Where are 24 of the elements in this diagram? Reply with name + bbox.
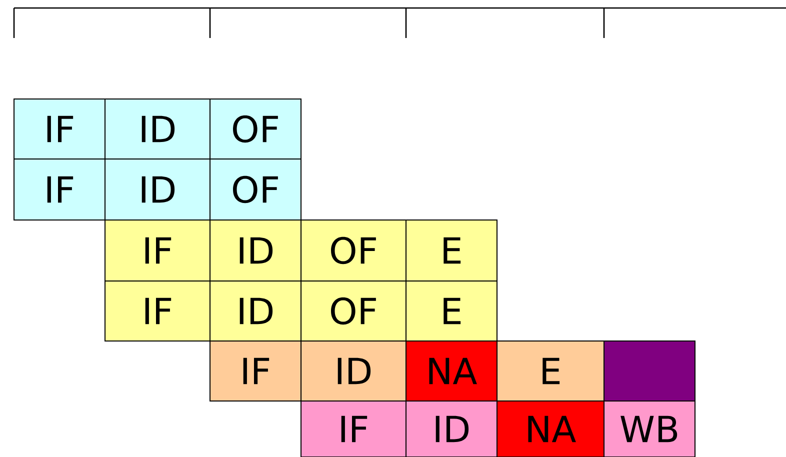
stage-cell: OF <box>300 220 406 282</box>
stage-cell: IF <box>14 158 106 220</box>
stage-cell: ID <box>300 340 406 402</box>
stage-cell: ID <box>104 98 210 160</box>
stage-cell: ID <box>104 158 210 220</box>
stage-cell: IF <box>104 220 210 282</box>
stage-cell: E <box>496 340 604 402</box>
stage-cell: IF <box>300 400 406 457</box>
stage-cell: OF <box>300 280 406 342</box>
stage-cell: IF <box>14 98 106 160</box>
stage-cell: E <box>406 280 498 342</box>
stage-cell: ID <box>210 220 302 282</box>
stage-cell: NA <box>406 340 498 402</box>
stage-cell: WB <box>604 400 696 457</box>
stall-box <box>604 340 696 402</box>
stage-cell: IF <box>210 340 302 402</box>
node-label: ID <box>436 416 469 442</box>
stage-cell: ID <box>406 400 498 457</box>
stage-cell: NA <box>496 400 604 457</box>
stage-cell: E <box>406 220 498 282</box>
stage-cell: OF <box>210 98 302 160</box>
stage-cell: IF <box>104 280 210 342</box>
stage-cell: OF <box>210 158 302 220</box>
stage-cell: ID <box>210 280 302 342</box>
